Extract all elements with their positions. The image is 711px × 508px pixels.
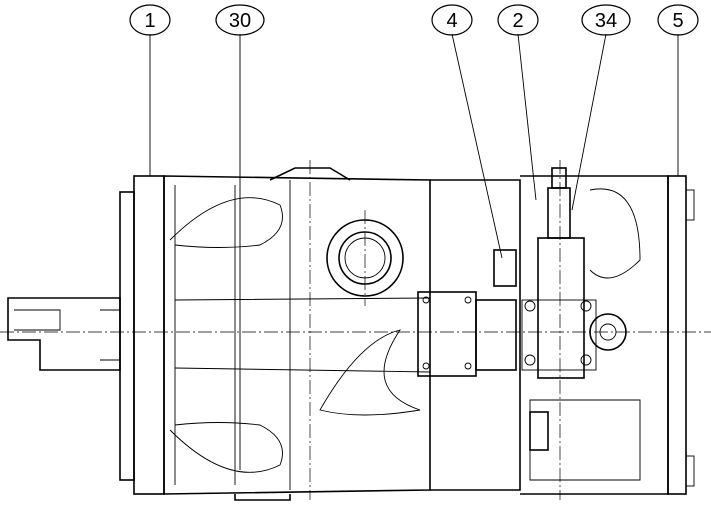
- callout-label: 2: [512, 10, 523, 32]
- callout-1: 1: [129, 4, 171, 176]
- callout-label: 4: [446, 10, 457, 32]
- pump-body: [0, 160, 711, 501]
- callout-34: 34: [571, 4, 631, 211]
- callout-2: 2: [497, 4, 539, 201]
- callout-label: 30: [229, 10, 251, 32]
- callout-4: 4: [431, 4, 503, 259]
- callout-label: 1: [144, 10, 155, 32]
- callout-30: 30: [215, 4, 265, 470]
- callouts: 1 30 4 2 34 5: [129, 4, 699, 470]
- callout-label: 34: [595, 10, 617, 32]
- callout-5: 5: [657, 4, 699, 176]
- callout-label: 5: [672, 10, 683, 32]
